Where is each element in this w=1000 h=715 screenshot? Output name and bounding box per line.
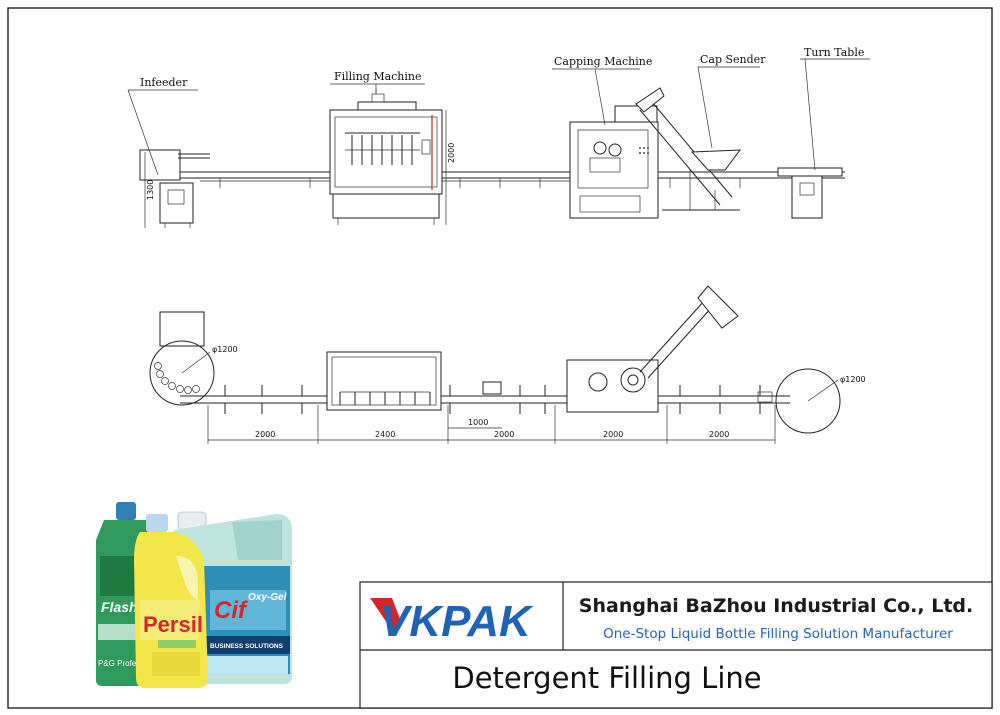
logo-text: VKPAK bbox=[380, 597, 534, 646]
dim-filler-height: 2000 bbox=[447, 143, 456, 163]
turn-table-elevation bbox=[777, 167, 843, 219]
filling-machine-elevation bbox=[329, 88, 443, 225]
right-turn-table-plan bbox=[757, 368, 841, 434]
persil-brand-text: Persil bbox=[143, 612, 203, 637]
business-text: BUSINESS SOLUTIONS bbox=[210, 643, 284, 650]
persil-bottle: Persil bbox=[134, 514, 208, 688]
dim-seg2: 2400 bbox=[375, 430, 395, 439]
drawing-title: Detergent Filling Line bbox=[452, 661, 761, 695]
dim-right-table: φ1200 bbox=[840, 375, 866, 384]
infeeder-elevation bbox=[139, 149, 210, 228]
filling-machine-plan bbox=[326, 351, 442, 411]
dim-left-table: φ1200 bbox=[212, 345, 238, 354]
left-turn-table-plan bbox=[149, 311, 215, 406]
dim-seg3: 2000 bbox=[494, 430, 514, 439]
capping-machine-plan bbox=[566, 285, 739, 413]
product-photo: Flash P&G Profess Cif Oxy-Gel BUSINESS S… bbox=[96, 502, 292, 688]
label-cap-sender: Cap Sender bbox=[700, 53, 766, 66]
cif-brand-text: Cif bbox=[214, 597, 248, 624]
dim-seg5: 2000 bbox=[709, 430, 729, 439]
dim-infeeder-height: 1300 bbox=[146, 180, 155, 200]
label-turn-table: Turn Table bbox=[804, 46, 864, 59]
company-name: Shanghai BaZhou Industrial Co., Ltd. bbox=[579, 595, 973, 617]
dim-seg1: 2000 bbox=[255, 430, 275, 439]
oxy-gel-text: Oxy-Gel bbox=[248, 592, 287, 603]
plan-view: φ1200 φ1200 bbox=[149, 285, 866, 444]
label-infeeder: Infeeder bbox=[140, 76, 188, 89]
front-elevation: 1300 2000 bbox=[127, 46, 870, 228]
company-tagline: One-Stop Liquid Bottle Filling Solution … bbox=[603, 626, 953, 642]
label-capping-machine: Capping Machine bbox=[554, 55, 652, 68]
label-filling-machine: Filling Machine bbox=[334, 70, 422, 83]
cap-sender-elevation bbox=[635, 87, 742, 211]
dim-seg4: 2000 bbox=[603, 430, 623, 439]
capping-machine-elevation bbox=[569, 105, 659, 219]
title-block: VKPAK Shanghai BaZhou Industrial Co., Lt… bbox=[359, 581, 993, 709]
dim-seg3-short: 1000 bbox=[468, 418, 488, 427]
pg-text: P&G Profess bbox=[98, 659, 144, 668]
flash-brand-text: Flash bbox=[101, 599, 138, 615]
vkpak-logo: VKPAK bbox=[370, 597, 534, 646]
